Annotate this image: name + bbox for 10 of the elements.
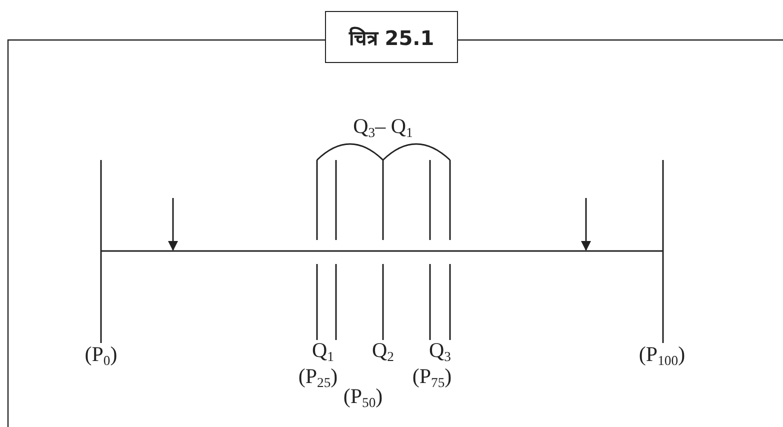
scale-label: Q$_{1}$ — [312, 340, 334, 361]
scale-label: (P$_{50}$) — [343, 386, 383, 407]
scale-label: (P$_{75}$) — [412, 366, 452, 387]
scale-label: (P$_{25}$) — [298, 366, 338, 387]
scale-label: Q$_{3}$– Q$_{1}$ — [353, 116, 413, 137]
scale-label: (P$_{0}$) — [84, 344, 118, 365]
figure-title: चित्र 25.1 — [325, 11, 458, 63]
scale-label: Q$_{3}$ — [429, 340, 451, 361]
scale-label: (P$_{100}$) — [638, 344, 686, 365]
scale-label: Q$_{2}$ — [372, 340, 394, 361]
